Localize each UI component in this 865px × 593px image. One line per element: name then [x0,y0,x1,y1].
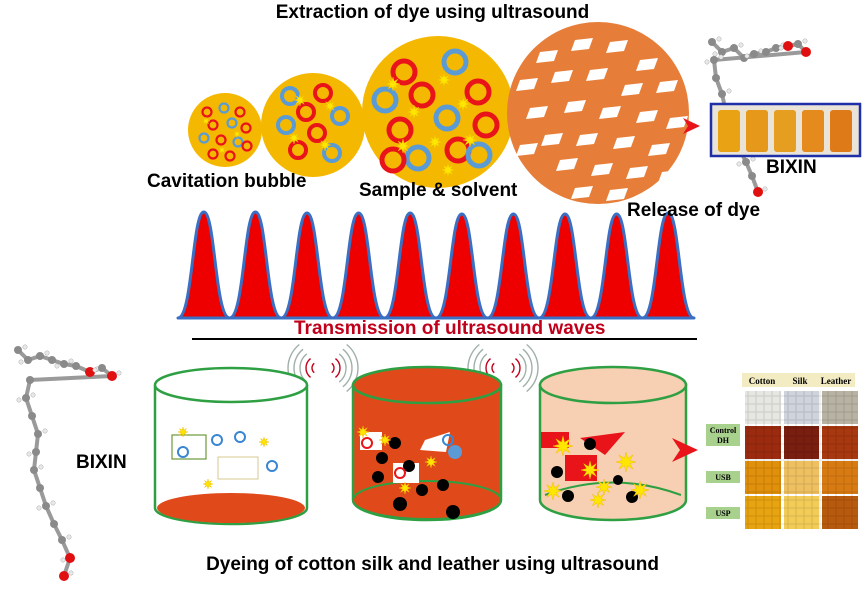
row-label-usb: USB [715,473,731,482]
dyeing-sparks [177,425,650,509]
release-of-dye-label: Release of dye [627,200,761,221]
beaker-3 [538,365,688,522]
sample-rings [198,48,500,174]
bottom-title: Dyeing of cotton silk and leather using … [206,554,659,575]
bixin-vials-photo [709,102,862,158]
released-dye-flakes [516,38,688,201]
col-label-silk: Silk [792,376,807,386]
bixin-label-top: BIXIN [766,157,817,178]
col-label-cotton: Cotton [749,376,776,386]
chevron-right-arrow-top [683,118,700,134]
cavitation-bubble-label: Cavitation bubble [147,171,307,192]
beaker-2 [351,365,503,522]
sample-solvent-label: Sample & solvent [359,180,518,201]
bixin-label-left: BIXIN [76,452,127,473]
top-title: Extraction of dye using ultrasound [275,2,590,23]
col-label-leather: Leather [821,376,852,386]
cavitation-sparks [201,72,478,178]
chevron-right-arrow-bottom [672,438,698,462]
ultrasound-wave-chart [176,210,696,320]
fabric-swatch-grid: Cotton Silk Leather Control DH USB USP [706,373,858,529]
transmission-label: Transmission of ultrasound waves [294,318,606,339]
row-label-control: Control [710,426,737,435]
bixin-molecule-left [14,344,122,581]
beaker-1 [153,366,309,526]
row-label-usp: USP [715,509,730,518]
bixin-molecule-top [704,36,811,197]
row-label-dh: DH [717,436,730,445]
